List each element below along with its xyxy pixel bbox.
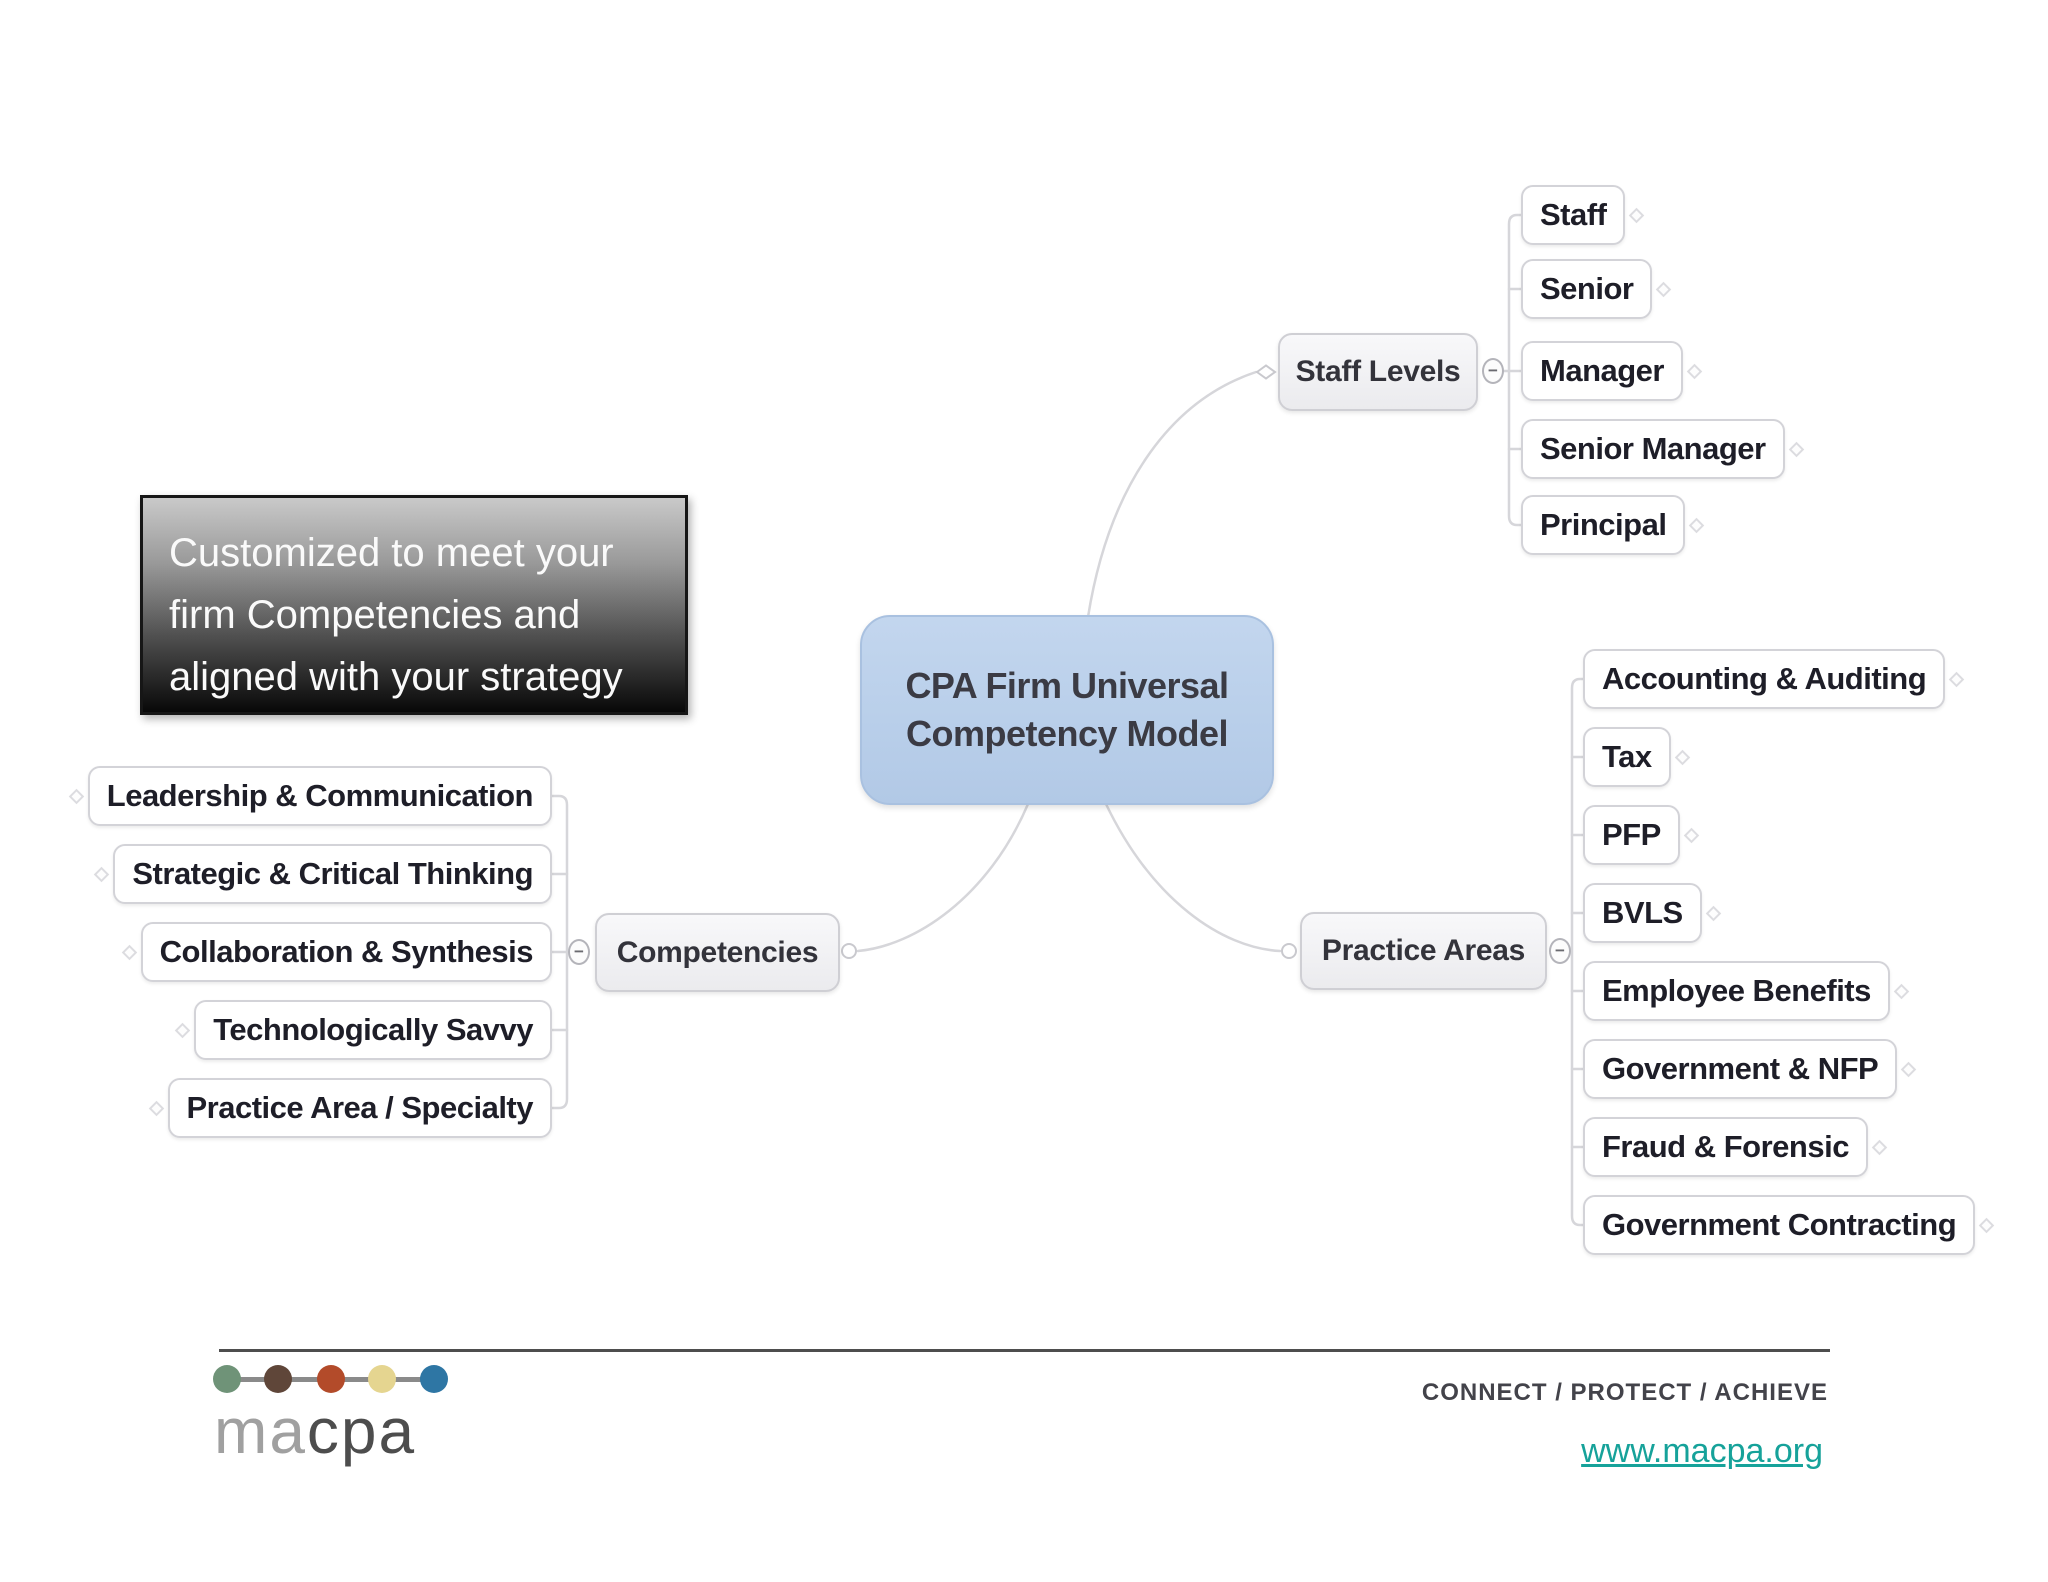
logo-dot-rust-icon (317, 1365, 345, 1393)
leaf-node-employee-benefits[interactable]: Employee Benefits (1583, 961, 1890, 1021)
central-topic-line2: Competency Model (905, 713, 1229, 754)
connector-root-competencies (856, 802, 1030, 953)
branch-node-practice-areas[interactable]: Practice Areas (1300, 912, 1547, 990)
leaf-node-bvls[interactable]: BVLS (1583, 883, 1702, 943)
leaf-node-leadership-communication[interactable]: Leadership & Communication (87, 766, 552, 826)
connector-nub-icon (1871, 1139, 1888, 1155)
leaf-node-senior-manager[interactable]: Senior Manager (1521, 419, 1785, 479)
connector-ring-icon (841, 943, 857, 959)
callout-line2: firm Competencies and (169, 593, 581, 637)
leaf-node-practice-area-specialty[interactable]: Practice Area / Specialty (167, 1078, 552, 1138)
connector-ring-icon (1281, 943, 1297, 959)
connector-nub-icon (1893, 983, 1910, 999)
logo-cpa-text: cpa (306, 1395, 417, 1467)
footer-divider (219, 1349, 1830, 1352)
logo-dot-brown-icon (264, 1365, 292, 1393)
central-topic-line1: CPA Firm Universal (905, 665, 1229, 706)
logo-dot-tan-icon (368, 1365, 396, 1393)
collapse-toggle-icon[interactable]: − (1482, 358, 1504, 384)
leaf-node-government-contracting[interactable]: Government Contracting (1583, 1195, 1976, 1255)
connector-nub-icon (174, 1022, 191, 1038)
central-topic-node[interactable]: CPA Firm Universal Competency Model (860, 615, 1274, 805)
branch-node-staff-levels[interactable]: Staff Levels (1278, 333, 1478, 411)
logo-dot-green-icon (213, 1365, 241, 1393)
connector-nub-icon (1705, 905, 1721, 921)
leaf-node-senior[interactable]: Senior (1521, 259, 1653, 319)
leaf-node-government-nfp[interactable]: Government & NFP (1583, 1039, 1898, 1099)
connector-nub-icon (1900, 1061, 1917, 1077)
connector-nub-icon (68, 788, 85, 804)
branch-label: Staff Levels (1295, 355, 1461, 388)
connector-nub-icon (1788, 441, 1804, 457)
macpa-logo: macpa (214, 1394, 416, 1468)
collapse-toggle-icon[interactable]: − (568, 939, 590, 965)
collapse-toggle-icon[interactable]: − (1549, 938, 1571, 964)
connector-nub-icon (94, 866, 110, 882)
connector-nub-icon (1689, 517, 1705, 533)
callout-line1: Customized to meet your (169, 531, 614, 575)
leaf-node-principal[interactable]: Principal (1521, 495, 1686, 555)
connector-root-staff-levels (1086, 370, 1258, 619)
connector-nub-icon (121, 944, 137, 960)
callout-line3: aligned with your strategy (169, 655, 623, 699)
branch-node-competencies[interactable]: Competencies (595, 913, 840, 992)
leaf-node-technologically-savvy[interactable]: Technologically Savvy (194, 1000, 552, 1060)
connector-nub-icon (1683, 827, 1700, 843)
leaf-node-strategic-critical-thinking[interactable]: Strategic & Critical Thinking (113, 844, 552, 904)
connector-nub-icon (1674, 749, 1690, 765)
connector-root-practice-areas (1104, 802, 1282, 953)
logo-ma-text: ma (214, 1395, 307, 1467)
connector-nub-icon (148, 1100, 164, 1116)
connector-diamond-icon (1255, 364, 1277, 380)
leaf-node-pfp[interactable]: PFP (1583, 805, 1680, 865)
annotation-callout: Customized to meet your firm Competencie… (140, 495, 688, 715)
connector-nub-icon (1656, 281, 1672, 297)
leaf-node-tax[interactable]: Tax (1583, 727, 1671, 787)
branch-label: Competencies (616, 935, 819, 969)
connector-nub-icon (1978, 1217, 1995, 1233)
footer-tagline: CONNECT / PROTECT / ACHIEVE (1421, 1379, 1828, 1406)
leaf-node-fraud-forensic[interactable]: Fraud & Forensic (1583, 1117, 1868, 1177)
logo-dot-blue-icon (420, 1365, 448, 1393)
macpa-website-link[interactable]: www.macpa.org (1581, 1432, 1823, 1470)
connector-nub-icon (1948, 671, 1965, 687)
leaf-node-manager[interactable]: Manager (1521, 341, 1683, 401)
leaf-node-collaboration-synthesis[interactable]: Collaboration & Synthesis (140, 922, 552, 982)
connector-nub-icon (1686, 363, 1703, 379)
leaf-node-accounting-auditing[interactable]: Accounting & Auditing (1583, 649, 1946, 709)
branch-label: Practice Areas (1321, 934, 1526, 967)
connector-nub-icon (1629, 207, 1645, 223)
leaf-node-staff[interactable]: Staff (1521, 185, 1626, 245)
